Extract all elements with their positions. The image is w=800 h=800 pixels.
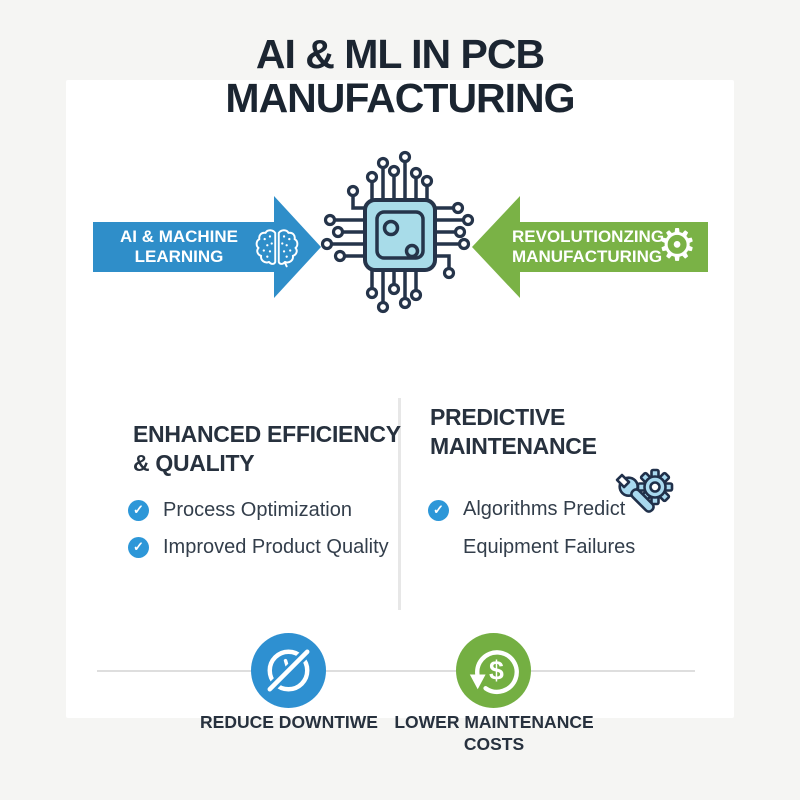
page-title-line-2: MANUFACTURING: [225, 75, 575, 121]
bullet-label: Algorithms Predict Equipment Failures: [463, 491, 653, 566]
footer-badge-label-line-1: LOWER MAINTENANCE: [394, 712, 594, 732]
column-divider: [398, 398, 401, 610]
cost-savings-icon: $: [456, 633, 531, 708]
pcb-chip-icon: [320, 150, 475, 314]
footer-divider: [97, 670, 695, 672]
right-arrow: [520, 222, 708, 272]
dollar-glyph: $: [489, 655, 504, 685]
wrench-gear-icon: [615, 468, 674, 513]
footer-badge-label-line-2: COSTS: [463, 734, 525, 754]
right-arrow-label: REVOLUTIONZING MANUFACTURING: [512, 222, 665, 272]
list-item: ✓ Process Optimization: [128, 498, 352, 522]
left-heading-line-1: ENHANCED EFFICIENCY: [133, 421, 401, 447]
gear-icon: ⚙: [657, 220, 697, 271]
footer-badge-label: LOWER MAINTENANCE COSTS: [384, 711, 604, 755]
list-item: ✓: [428, 498, 449, 522]
left-arrow: [93, 222, 274, 272]
right-arrow-label-line-1: REVOLUTIONZING: [512, 227, 665, 246]
check-icon: ✓: [128, 499, 149, 521]
right-section-heading: PREDICTIVE MAINTENANCE: [430, 403, 690, 461]
bullet-label-line-1: Algorithms Predict: [463, 498, 626, 520]
right-heading-line-1: PREDICTIVE: [430, 404, 566, 430]
bullet-label: Improved Product Quality: [163, 535, 389, 558]
bullet-label: Process Optimization: [163, 498, 352, 521]
brain-icon: [255, 229, 299, 268]
check-icon: ✓: [428, 499, 449, 521]
list-item: ✓ Improved Product Quality: [128, 535, 389, 559]
footer-badge-label: REDUCE DOWNTIWE: [200, 712, 378, 732]
left-arrow-label: AI & MACHINE LEARNING: [103, 222, 255, 272]
left-heading-line-2: & QUALITY: [133, 450, 255, 476]
right-arrow-label-line-2: MANUFACTURING: [512, 247, 663, 266]
right-heading-line-2: MAINTENANCE: [430, 433, 597, 459]
left-section-heading: ENHANCED EFFICIENCY & QUALITY: [133, 420, 433, 478]
right-arrow-head: [472, 196, 520, 298]
check-icon: ✓: [128, 536, 149, 558]
page-title: AI & ML IN PCB MANUFACTURING: [0, 32, 800, 120]
no-downtime-icon: [251, 633, 326, 708]
page-title-line-1: AI & ML IN PCB: [255, 31, 545, 77]
left-arrow-label-line-1: AI & MACHINE: [119, 227, 239, 246]
bullet-label-line-2: Equipment Failures: [463, 535, 636, 558]
left-arrow-label-line-2: LEARNING: [134, 247, 224, 266]
